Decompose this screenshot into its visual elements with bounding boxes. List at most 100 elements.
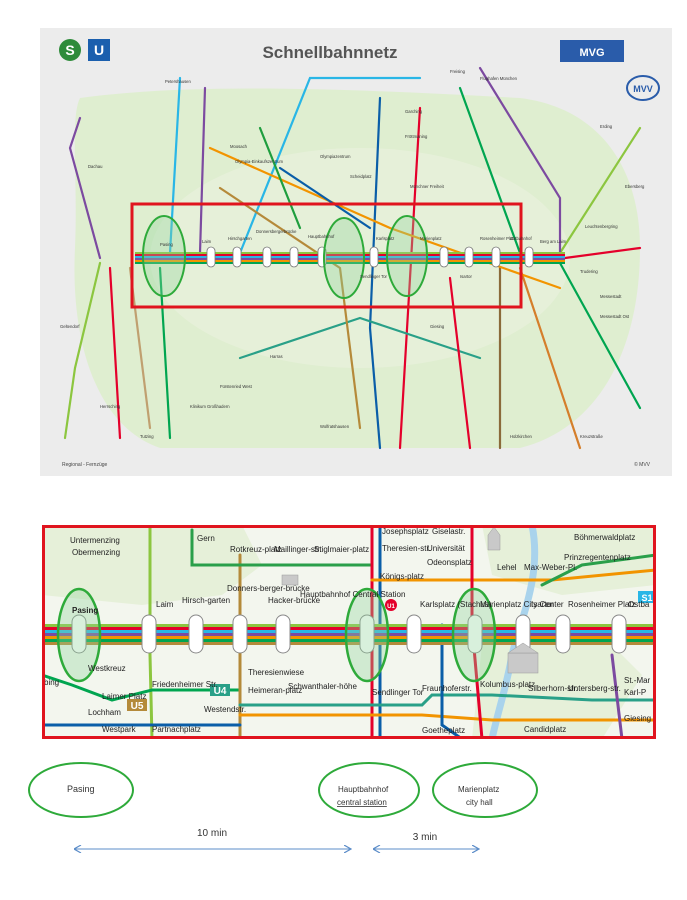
zoom-highlights (56, 587, 497, 683)
zoom-station-labels: Untermenzing Obermenzing Gern Rotkreuz-p… (44, 527, 651, 735)
station-maxweberpl: Max-Weber-Pl. (524, 563, 577, 572)
svg-text:Rosenheimer Platz: Rosenheimer Platz (480, 236, 515, 241)
station-westendstr: Westendstr. (204, 705, 246, 714)
overview-footer-right: © MVV (634, 461, 651, 468)
station-untersbergstr: Untersberg-str. (568, 684, 621, 693)
station-theresienwiese: Theresienwiese (248, 668, 305, 677)
central-station-label: central station (337, 798, 387, 807)
network-lines (63, 66, 642, 450)
map-title: Schnellbahnnetz (262, 43, 397, 62)
svg-text:Sendlinger Tor: Sendlinger Tor (360, 274, 388, 279)
station-prinzregentenplatz: Prinzregentenplatz (564, 553, 631, 562)
svg-text:Garching: Garching (405, 109, 423, 114)
svg-text:U5: U5 (131, 701, 144, 712)
svg-text:Herrsching: Herrsching (100, 404, 121, 409)
station-donnersbergerbruecke: Donners-berger-brücke (227, 584, 310, 593)
svg-text:Hauptbahnhof: Hauptbahnhof (308, 234, 335, 239)
svg-text:Giesing: Giesing (430, 324, 445, 329)
svg-text:Olympiazentrum: Olympiazentrum (320, 154, 351, 159)
station-boehmerwaldplatz: Böhmerwaldplatz (574, 533, 635, 542)
zoom-frame (130, 202, 523, 309)
station-josephsplatz: Josephsplatz (382, 527, 429, 536)
station-koenigsplatz: Königs-platz (380, 572, 424, 581)
sbahn-logo: S (59, 39, 81, 61)
station-karlpreis: Karl-P (624, 688, 646, 697)
zoom-trunk (42, 624, 656, 645)
overview-map-svg: S U Schnellbahnnetz MVG MVV (40, 28, 672, 476)
station-westpark: Westpark (102, 725, 137, 734)
svg-text:Berg am Laim: Berg am Laim (540, 239, 567, 244)
station-obermenzing: Obermenzing (72, 548, 120, 557)
station-partnachplatz: Partnachplatz (152, 725, 201, 734)
station-sendlingertor: Sendlinger Tor (372, 688, 424, 697)
station-lochham: Lochham (88, 708, 121, 717)
station-universitaet: Universität (427, 544, 466, 553)
station-laimerplatz: Laimer Platz (102, 692, 146, 701)
marienplatz-label: Marienplatz (458, 785, 499, 794)
svg-text:S: S (65, 42, 74, 58)
svg-text:Petershausen: Petershausen (165, 79, 192, 84)
svg-text:Messestadt: Messestadt (600, 294, 622, 299)
travel-time-3min: 3 min (413, 832, 437, 843)
station-candidplatz: Candidplatz (524, 725, 566, 734)
station-friedenheimerstr: Friedenheimer Str. (152, 680, 218, 689)
pasing-label: Pasing (67, 784, 95, 794)
pasing-ellipse (28, 762, 134, 818)
svg-text:Hirschgarten: Hirschgarten (228, 236, 252, 241)
station-marienplatz: Marienplatz City Center (480, 600, 564, 609)
line-badge-u4: U4 (210, 684, 230, 697)
svg-text:Klinikum Großhadern: Klinikum Großhadern (190, 404, 230, 409)
svg-text:Messestadt Ost: Messestadt Ost (600, 314, 630, 319)
travel-time-10min: 10 min (197, 828, 227, 839)
station-laim: Laim (156, 600, 174, 609)
station-maillingerstr: Maillinger-str. (274, 545, 322, 554)
station-isartor: Isartor (531, 600, 554, 609)
station-pasing: Pasing (72, 606, 98, 615)
svg-text:Flughafen München: Flughafen München (480, 76, 518, 81)
svg-text:Erding: Erding (600, 124, 613, 129)
overview-highlights (142, 215, 428, 299)
station-theresienstr: Theresien-str. (382, 544, 431, 553)
overview-map: S U Schnellbahnnetz MVG MVV (40, 28, 672, 476)
station-fraunhoferstr: Fraunhoferstr. (422, 684, 472, 693)
station-bing: bing (44, 678, 59, 687)
station-gern: Gern (197, 534, 215, 543)
station-heimeranplatz: Heimeran-platz (248, 686, 302, 695)
zoomed-map-frame (42, 525, 656, 739)
zoom-stops (71, 614, 627, 654)
station-odeonsplatz: Odeonsplatz (427, 558, 472, 567)
station-rosenheimerplatz: Rosenheimer Platz (568, 600, 636, 609)
svg-text:Marienplatz: Marienplatz (420, 236, 442, 241)
svg-text:Donnersbergerbrücke: Donnersbergerbrücke (256, 229, 297, 234)
trunk-band (135, 252, 565, 264)
station-silberhornstr: Silberhorn-str. (528, 684, 578, 693)
station-hackerbruecke: Hacker-brücke (268, 596, 321, 605)
station-giselastr: Giselastr. (432, 527, 465, 536)
svg-text:Leuchtenbergring: Leuchtenbergring (585, 224, 618, 229)
trunk-stops (206, 246, 534, 268)
svg-text:Kreuzstraße: Kreuzstraße (580, 434, 603, 439)
city-hall-label: city hall (466, 798, 493, 807)
svg-text:Karlsplatz: Karlsplatz (376, 236, 394, 241)
station-westkreuz: Westkreuz (88, 664, 126, 673)
line-badge-u1: U1 (385, 599, 397, 611)
svg-text:Tutzing: Tutzing (140, 434, 154, 439)
svg-text:Dachau: Dachau (88, 164, 103, 169)
mvg-logo: MVG (560, 40, 624, 62)
mvv-logo: MVV (626, 75, 660, 101)
svg-text:Münchner Freiheit: Münchner Freiheit (410, 184, 445, 189)
svg-text:Wolfratshausen: Wolfratshausen (320, 424, 350, 429)
svg-text:Ebersberg: Ebersberg (625, 184, 645, 189)
station-ostbahnhof: Ostba (628, 600, 650, 609)
station-goetheplatz: Goetheplatz (422, 726, 465, 735)
station-karlsplatz: Karlsplatz (Stachus) (420, 600, 492, 609)
station-untermenzing: Untermenzing (70, 536, 120, 545)
landmark-icons (281, 526, 539, 674)
svg-text:Olympia-Einkaufszentrum: Olympia-Einkaufszentrum (235, 159, 283, 164)
svg-text:U4: U4 (214, 686, 227, 697)
svg-text:Moosach: Moosach (230, 144, 248, 149)
station-schwanthalerhoehe: Schwanthaler-höhe (288, 682, 357, 691)
hauptbahnhof-ellipse (318, 762, 420, 818)
zoomed-map-svg: U4 U5 S1 U1 Untermenzing Obermenzing Ger… (40, 523, 658, 741)
line-badge-s1: S1 (638, 591, 656, 603)
